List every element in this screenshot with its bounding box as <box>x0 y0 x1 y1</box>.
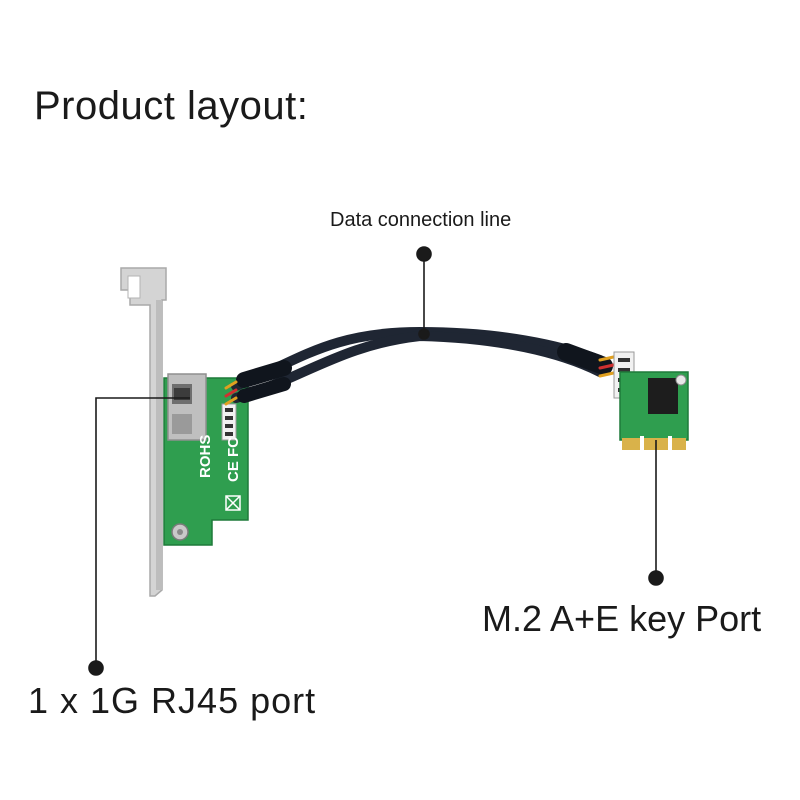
pci-bracket <box>120 267 167 597</box>
rj45-pointer-dot <box>88 660 104 676</box>
m2-card <box>613 351 689 450</box>
cable-callout-label: Data connection line <box>330 209 512 231</box>
page-title: Product layout: <box>34 84 309 128</box>
data-cable <box>224 326 620 406</box>
m2-edge-connector <box>622 438 686 450</box>
chip-icon <box>648 378 678 414</box>
rj45-port-callout-label: 1 x 1G RJ45 port <box>28 680 317 721</box>
rj45-pointer-line <box>95 397 190 668</box>
rj45-jack <box>167 373 207 441</box>
m2-pointer-dot <box>648 570 664 586</box>
ce-fc-marking: CE FC <box>225 437 242 482</box>
callout-pointers <box>88 246 664 676</box>
weee-icon <box>225 495 241 511</box>
cable-pointer-tip <box>418 328 430 340</box>
cable-pointer-dot <box>416 246 432 262</box>
rohs-marking: ROHS <box>197 435 214 478</box>
m2-port-callout-label: M.2 A+E key Port <box>482 598 762 639</box>
